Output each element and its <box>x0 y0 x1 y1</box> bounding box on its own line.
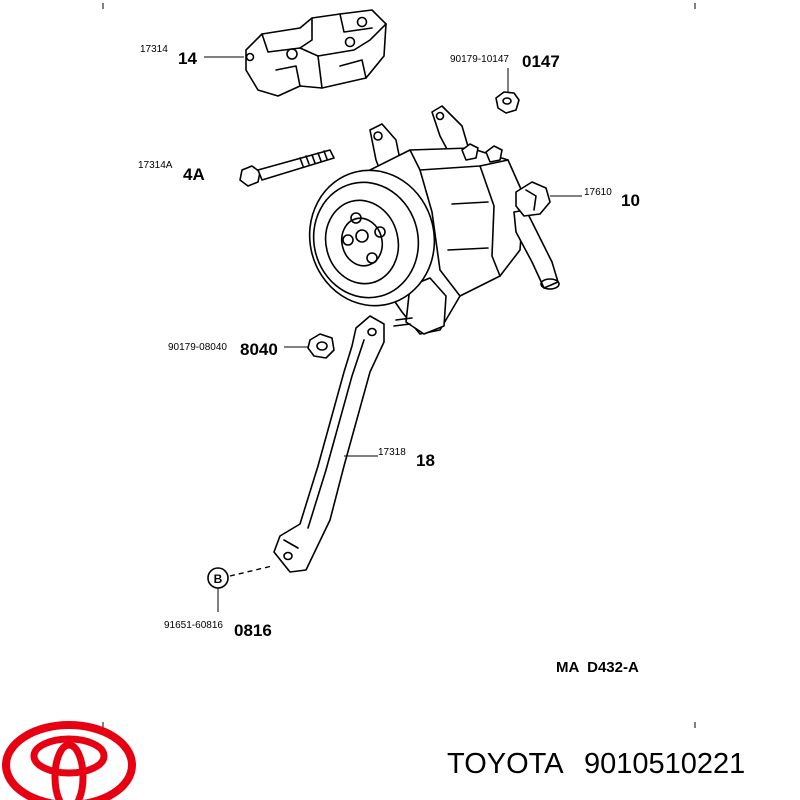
part-number-17610: 17610 <box>584 187 612 198</box>
part-number-90179-08040: 90179-08040 <box>168 342 227 353</box>
pulley-drawing <box>308 169 436 307</box>
ref-8040: 8040 <box>240 340 278 359</box>
part-number-90179-10147: 90179-10147 <box>450 54 509 65</box>
ref-0816: 0816 <box>234 621 272 640</box>
crop-marks <box>102 3 696 728</box>
bracket-drawing <box>245 9 387 97</box>
part-number-17314: 17314 <box>140 44 168 55</box>
part-number-91651-60816: 91651-60816 <box>164 620 223 631</box>
bolt-drawing <box>239 149 335 187</box>
diagram-code: MA D432-A <box>556 659 639 676</box>
ref-10: 10 <box>621 191 640 210</box>
ref-18: 18 <box>416 451 435 470</box>
ref-14: 14 <box>178 49 197 68</box>
ref-4A: 4A <box>183 165 205 184</box>
toyota-logo-icon <box>2 721 136 800</box>
brand-name: TOYOTA <box>447 748 564 780</box>
stay-drawing <box>273 315 385 573</box>
ref-0147: 0147 <box>522 52 560 71</box>
nut-mid-drawing <box>307 333 335 359</box>
bolt-b-marker: B <box>207 565 273 612</box>
part-number-17314A: 17314A <box>138 160 173 171</box>
bolt-b-letter: B <box>214 572 223 586</box>
brand-part-number: 9010510221 <box>584 748 745 780</box>
nut-top-drawing <box>495 91 520 114</box>
part-number-17318: 17318 <box>378 447 406 458</box>
